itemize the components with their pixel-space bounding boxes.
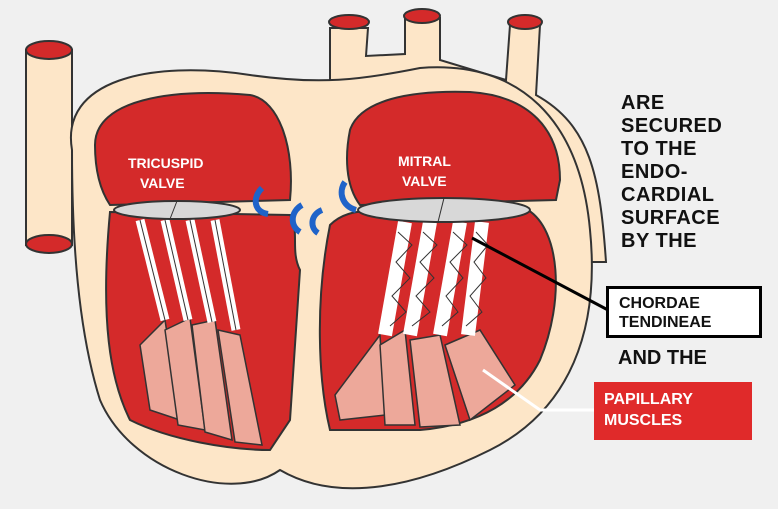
papillary-label-line1: PAPILLARY [604, 389, 752, 410]
explanation-line: BY THE [621, 230, 722, 253]
explanation-text: ARE SECURED TO THE ENDO- CARDIAL SURFACE… [621, 92, 722, 253]
chordae-label-line1: CHORDAE [619, 294, 759, 313]
papillary-muscles-label: PAPILLARY MUSCLES [594, 382, 752, 440]
explanation-line: ENDO- [621, 161, 722, 184]
mitral-label-line2: VALVE [402, 173, 447, 189]
papillary-label-line2: MUSCLES [604, 410, 752, 431]
explanation-line: SURFACE [621, 207, 722, 230]
explanation-line: ARE [621, 92, 722, 115]
chordae-tendineae-label: CHORDAE TENDINEAE [606, 286, 762, 338]
and-the-text: AND THE [618, 347, 707, 370]
mitral-valve [358, 198, 530, 222]
explanation-line: CARDIAL [621, 184, 722, 207]
tricuspid-label-line2: VALVE [140, 175, 185, 191]
superior-vena-cava [26, 41, 72, 253]
explanation-line: SECURED [621, 115, 722, 138]
explanation-line: TO THE [621, 138, 722, 161]
chordae-label-line2: TENDINEAE [619, 313, 759, 332]
tricuspid-valve [114, 201, 240, 219]
tricuspid-label-line1: TRICUSPID [128, 155, 203, 171]
mitral-label-line1: MITRAL [398, 153, 451, 169]
